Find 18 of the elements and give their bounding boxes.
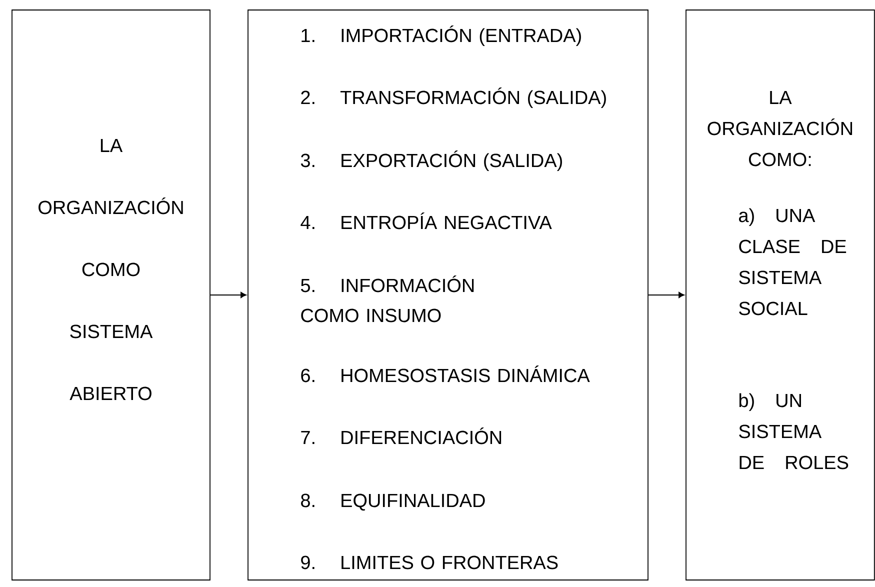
arrow [648,292,685,298]
list-box [248,10,648,580]
list-item: 1. IMPORTACIÓN (ENTRADA) [302,26,581,46]
label-text: LA ORGANIZACIÓN COMO SISTEMA ABIERTO [38,138,183,400]
heading-text: LA ORGANIZACIÓN COMO: [708,90,852,166]
list-item: 2. TRANSFORMACIÓN (SALIDA) [301,88,606,108]
process-box [12,10,210,580]
arrow [210,292,247,298]
list-item: 7. DIFERENCIACIÓN [301,428,502,444]
list-item: 4. ENTROPÍA NEGACTIVA [300,212,552,230]
list-item: b) UN SISTEMA DE ROLES [739,393,848,470]
list-item: 3. EXPORTACIÓN (SALIDA) [300,150,562,171]
process-box [686,10,875,580]
list-item: 8. EQUIFINALIDAD [301,494,485,511]
list-item: a) UNA CLASE DE SISTEMA SOCIAL [739,208,846,316]
list-item: 9. LIMITES O FRONTERAS [301,556,558,570]
list-item: 5. INFORMACIÓN COMO INSUMO [300,276,474,322]
list-item: 6. HOMESOSTASIS DINÁMICA [301,366,590,382]
